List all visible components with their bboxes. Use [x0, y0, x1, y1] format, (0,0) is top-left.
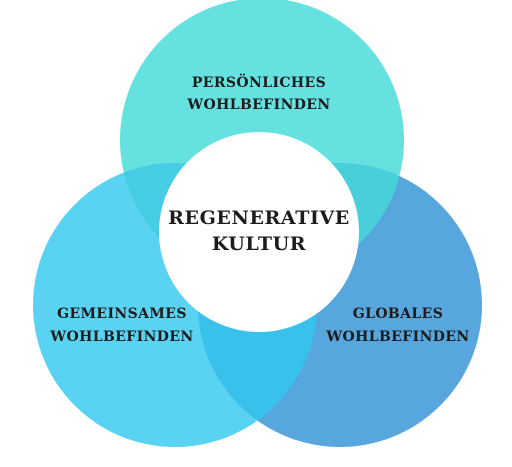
center-circle — [159, 132, 359, 332]
label-center-line1: REGENERATIVE — [168, 207, 350, 229]
label-right-line2: WOHLBEFINDEN — [325, 329, 469, 345]
label-right-line1: GLOBALES — [353, 306, 444, 322]
label-top-line2: WOHLBEFINDEN — [186, 97, 330, 113]
label-center-line2: KULTUR — [212, 233, 306, 255]
label-top-line1: PERSÖNLICHES — [192, 72, 326, 91]
label-left-line1: GEMEINSAMES — [57, 306, 187, 322]
label-left-line2: WOHLBEFINDEN — [49, 329, 193, 345]
